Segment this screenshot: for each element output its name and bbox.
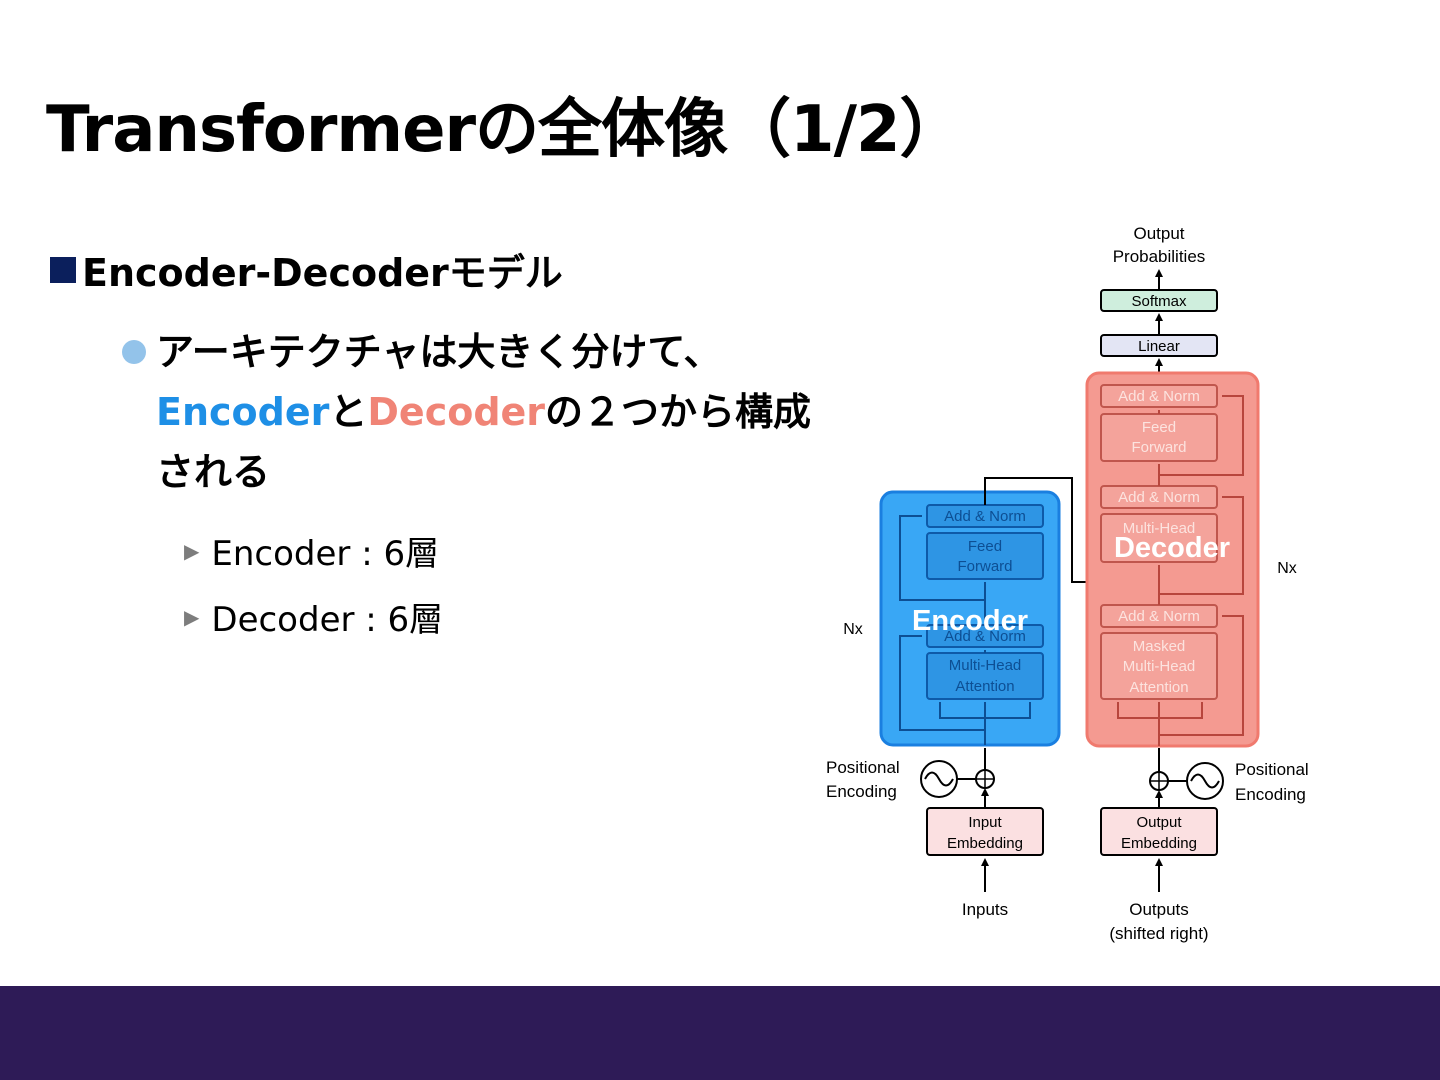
slide-title: Transformerの全体像（1/2） <box>46 93 963 167</box>
encoder-positional-encoding <box>920 760 995 798</box>
encoder-highlight: Encoder <box>156 390 330 434</box>
decoder-masked-label-3: Attention <box>1129 679 1188 696</box>
decoder-masked-attention <box>1100 632 1218 700</box>
circle-bullet-icon <box>122 340 146 364</box>
decoder-ff-label-2: Forward <box>1131 439 1186 456</box>
bullet-level1-text: Encoder-Decoderモデル <box>82 251 563 295</box>
softmax-block <box>1100 289 1218 312</box>
sub-bullet-encoder-text: Encoder : 6層 <box>211 534 440 574</box>
bullet-level2-line2: EncoderとDecoderの２つから構成 <box>122 382 842 442</box>
encoder-nx-label: Nx <box>843 621 863 638</box>
linear-label: Linear <box>1138 338 1180 355</box>
sub-bullet-encoder: ▶ Encoder : 6層 <box>184 526 439 575</box>
decoder-masked-label-2: Multi-Head <box>1123 658 1196 675</box>
decoder-add-norm-1-label: Add & Norm <box>1118 608 1200 625</box>
decoder-positional-label-1: Positional <box>1235 760 1309 779</box>
output-embedding-block <box>1100 807 1218 856</box>
output-probabilities-label-2: Probabilities <box>1113 247 1206 266</box>
softmax-label: Softmax <box>1131 293 1187 310</box>
decoder-overlay-label: Decoder <box>1114 532 1230 564</box>
decoder-add-norm-2-label: Add & Norm <box>1118 489 1200 506</box>
outputs-label: Outputs <box>1129 900 1189 919</box>
encoder-mha-label-1: Multi-Head <box>949 657 1022 674</box>
bullet-level2: アーキテクチャは大きく分けて、 EncoderとDecoderの２つから構成 さ… <box>122 322 842 502</box>
encoder-positional-label-2: Encoding <box>826 782 897 801</box>
output-embedding-label-2: Embedding <box>1121 835 1197 852</box>
encoder-feed-forward <box>926 532 1044 580</box>
inputs-label: Inputs <box>962 900 1008 919</box>
input-embedding-label-2: Embedding <box>947 835 1023 852</box>
encoder-ff-label-1: Feed <box>968 538 1002 555</box>
decoder-positional-label-2: Encoding <box>1235 785 1306 804</box>
encoder-mha-label-2: Attention <box>955 678 1014 695</box>
encoder-positional-label-1: Positional <box>826 758 900 777</box>
shifted-right-label: (shifted right) <box>1109 924 1208 943</box>
square-bullet-icon <box>50 256 76 283</box>
encoder-add-norm-1-label: Add & Norm <box>944 628 1026 645</box>
sub-bullet-decoder-text: Decoder : 6層 <box>211 600 444 640</box>
sub-bullet-decoder: ▶ Decoder : 6層 <box>184 592 443 641</box>
input-embedding-label-1: Input <box>968 814 1002 831</box>
input-embedding-block <box>926 807 1044 856</box>
decoder-mha-label-1: Multi-Head <box>1123 520 1196 537</box>
bullet-level2-line3: される <box>156 450 271 494</box>
decoder-nx-label: Nx <box>1277 560 1297 577</box>
bullet-level2-line1: アーキテクチャは大きく分けて、 <box>156 330 722 374</box>
encoder-ff-label-2: Forward <box>957 558 1012 575</box>
decoder-positional-encoding <box>1149 762 1224 800</box>
and-text: と <box>329 390 368 434</box>
decoder-ff-label-1: Feed <box>1142 419 1176 436</box>
bullet-level2-rest: の２つから構成 <box>545 390 812 434</box>
triangle-bullet-icon: ▶ <box>184 604 200 629</box>
encoder-add-norm-2-label: Add & Norm <box>944 508 1026 525</box>
decoder-masked-label-1: Masked <box>1133 638 1186 655</box>
decoder-highlight: Decoder <box>367 390 546 434</box>
decoder-add-norm-3 <box>1100 384 1218 408</box>
output-probabilities-label-1: Output <box>1133 224 1184 243</box>
linear-block <box>1100 334 1218 357</box>
output-embedding-label-1: Output <box>1136 814 1182 831</box>
decoder-multi-head-attention <box>1100 513 1218 563</box>
footer-bar <box>0 986 1440 1080</box>
encoder-overlay-label: Encoder <box>912 605 1028 637</box>
triangle-bullet-icon: ▶ <box>184 538 200 563</box>
decoder-add-norm-3-label: Add & Norm <box>1118 388 1200 405</box>
bullet-level1: Encoder-Decoderモデル <box>50 242 563 297</box>
